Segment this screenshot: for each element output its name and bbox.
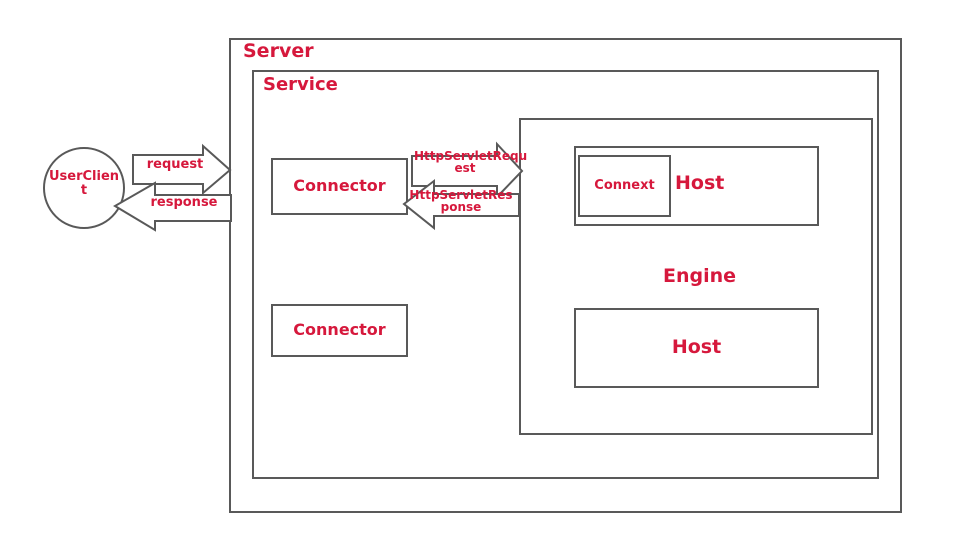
response-arrow xyxy=(113,181,232,232)
request-arrow xyxy=(132,143,232,196)
request-arrow-label: request xyxy=(146,157,204,172)
server-label: Server xyxy=(243,40,314,62)
engine-label: Engine xyxy=(663,265,737,287)
connector-bottom-label: Connector xyxy=(293,320,386,340)
connector-top-label: Connector xyxy=(293,176,386,196)
connext-label: Connext xyxy=(594,178,655,194)
user-client-circle xyxy=(43,147,125,229)
host-bottom-box xyxy=(574,308,819,388)
http-servlet-request-arrow-label: HttpServletRequ est xyxy=(414,149,528,175)
http-servlet-response-arrow-label: HttpServletRes ponse xyxy=(409,188,513,214)
connext-box xyxy=(578,155,671,217)
host-top-label: Host xyxy=(675,172,725,194)
http-servlet-response-arrow xyxy=(402,178,520,231)
host-top-box xyxy=(574,146,819,226)
service-label: Service xyxy=(263,74,338,95)
connector-top-box xyxy=(271,158,408,215)
response-arrow-label: response xyxy=(150,195,218,210)
user-client-label: UserClien t xyxy=(48,169,120,198)
service-container xyxy=(252,70,879,479)
host-bottom-label: Host xyxy=(671,336,722,359)
engine-container xyxy=(519,118,873,435)
connector-bottom-box xyxy=(271,304,408,357)
server-container xyxy=(229,38,902,513)
